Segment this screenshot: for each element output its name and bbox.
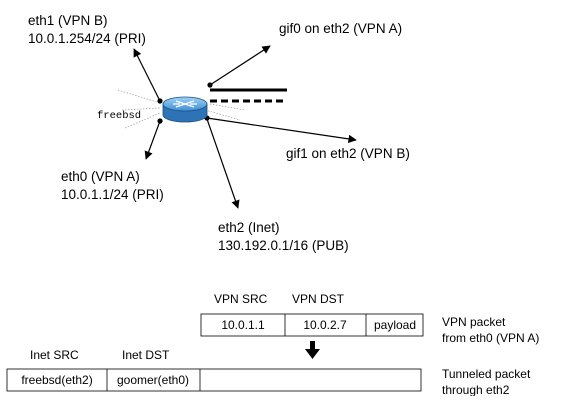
gif1-label: gif1 on eth2 (VPN B)	[286, 146, 410, 161]
encapsulation-arrow	[305, 341, 320, 359]
vpn-src-cell: 10.0.1.1	[221, 318, 265, 332]
vpn-payload-cell: payload	[374, 318, 416, 332]
router-icon	[162, 96, 208, 123]
eth1-name: eth1 (VPN B)	[28, 13, 108, 28]
eth2-address: 130.192.0.1/16 (PUB)	[218, 238, 349, 253]
tunnel-caption-line2: through eth2	[442, 383, 510, 396]
eth0-address: 10.0.1.1/24 (PRI)	[61, 187, 164, 202]
inet-dst-header: Inet DST	[122, 348, 170, 362]
router-label: freebsd	[97, 110, 141, 122]
eth2-arrow	[206, 118, 240, 209]
vpn-packet: VPN SRC VPN DST 10.0.1.1 10.0.2.7 payloa…	[200, 292, 539, 345]
traffic-lines	[117, 89, 246, 129]
eth0-name: eth0 (VPN A)	[61, 169, 140, 184]
eth1-arrow	[133, 48, 161, 102]
eth2-name: eth2 (Inet)	[218, 220, 280, 235]
inet-src-header: Inet SRC	[30, 348, 79, 362]
vpn-dst-cell: 10.0.2.7	[303, 318, 347, 332]
vpn-src-header: VPN SRC	[214, 292, 268, 306]
tunnel-caption-line1: Tunneled packet	[442, 367, 531, 381]
vpn-dst-header: VPN DST	[292, 292, 345, 306]
inet-dst-cell: goomer(eth0)	[117, 373, 189, 387]
connection-arrows	[133, 45, 357, 209]
vpn-caption-line1: VPN packet	[442, 315, 506, 329]
inet-src-cell: freebsd(eth2)	[21, 373, 92, 387]
gif0-arrow	[209, 45, 271, 86]
gif0-label: gif0 on eth2 (VPN A)	[279, 21, 402, 36]
gif1-arrow	[206, 117, 357, 144]
eth0-arrow	[144, 120, 161, 160]
vpn-caption-line2: from eth0 (VPN A)	[442, 331, 539, 345]
tunnel-packet: Inet SRC Inet DST freebsd(eth2) goomer(e…	[6, 348, 531, 397]
eth1-address: 10.0.1.254/24 (PRI)	[28, 31, 146, 46]
